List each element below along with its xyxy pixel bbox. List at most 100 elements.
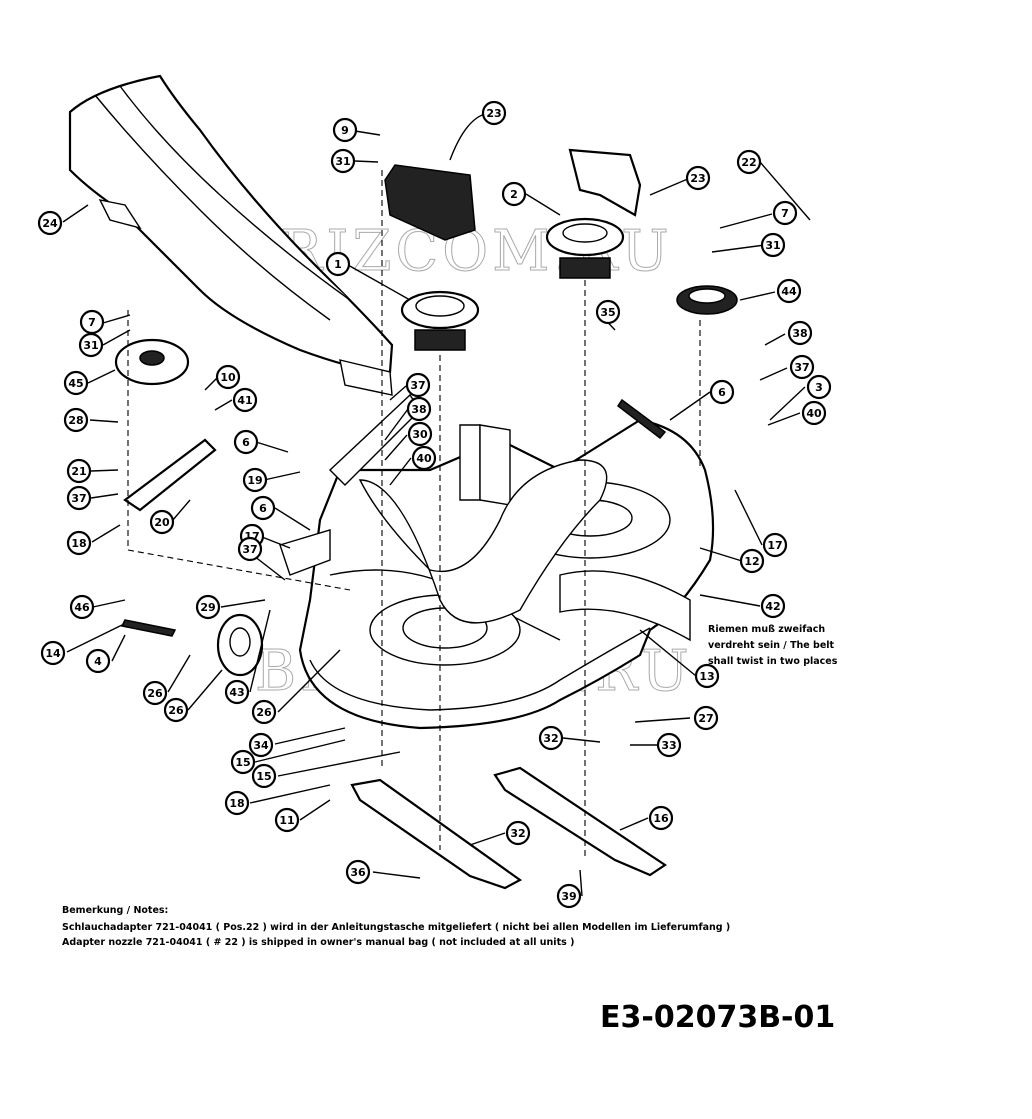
callout-16: 16: [648, 805, 674, 831]
callout-46: 46: [69, 594, 95, 620]
callout-24: 24: [37, 210, 63, 236]
callout-number: 34: [253, 739, 269, 752]
callout-circle: [760, 232, 786, 258]
callout-circle: [242, 467, 268, 493]
callout-circle: [787, 320, 813, 346]
callout-number: 37: [71, 492, 86, 505]
bracket-29: [279, 529, 331, 576]
callout-21: 21: [66, 458, 92, 484]
callout-number: 2: [510, 188, 518, 201]
callout-number: 31: [765, 239, 780, 252]
callout-38: 38: [406, 396, 432, 422]
callout-35: 35: [595, 299, 621, 325]
notes-english: Adapter nozzle 721-04041 ( # 22 ) is shi…: [62, 937, 575, 948]
callout-circle: [251, 763, 277, 789]
callout-circle: [693, 705, 719, 731]
callout-circle: [215, 364, 241, 390]
callout-circle: [685, 165, 711, 191]
callout-26: 26: [142, 680, 168, 706]
callout-circle: [406, 396, 432, 422]
callout-number: 22: [741, 156, 756, 169]
callout-37: 37: [237, 536, 263, 562]
callout-6: 6: [233, 429, 259, 455]
callout-circle: [789, 354, 815, 380]
callout-circle: [806, 374, 832, 400]
callout-number: 45: [68, 377, 83, 390]
belt-cover-23-right: [568, 148, 642, 217]
callout-circle: [248, 732, 274, 758]
belt-note-line-1: Riemen muß zweifach: [708, 624, 826, 635]
callout-10: 10: [215, 364, 241, 390]
callout-number: 24: [42, 217, 58, 230]
callout-number: 6: [718, 386, 726, 399]
callout-number: 27: [698, 712, 713, 725]
callout-number: 46: [74, 601, 90, 614]
callout-2: 2: [501, 181, 527, 207]
callout-number: 40: [806, 407, 822, 420]
callout-circle: [556, 883, 582, 909]
callout-circle: [411, 445, 437, 471]
callout-circle: [538, 725, 564, 751]
callout-circle: [505, 820, 531, 846]
callout-4: 4: [85, 648, 111, 674]
callout-number: 44: [781, 285, 797, 298]
callout-number: 37: [242, 543, 257, 556]
callout-7: 7: [772, 200, 798, 226]
callout-number: 7: [781, 207, 789, 220]
callout-number: 28: [68, 414, 83, 427]
callout-6: 6: [709, 379, 735, 405]
callout-number: 26: [147, 687, 163, 700]
callout-circle: [501, 181, 527, 207]
callout-circle: [345, 859, 371, 885]
callout-22: 22: [736, 149, 762, 175]
callout-number: 39: [561, 890, 576, 903]
callout-number: 32: [543, 732, 558, 745]
callout-circle: [78, 332, 104, 358]
callout-20: 20: [149, 509, 175, 535]
callout-circle: [405, 372, 431, 398]
callout-circle: [801, 400, 827, 426]
callout-37: 37: [789, 354, 815, 380]
callout-29: 29: [195, 594, 221, 620]
notes-heading: Bemerkung / Notes:: [62, 905, 169, 916]
callout-circle: [274, 807, 300, 833]
callout-circle: [407, 421, 433, 447]
callout-circle: [739, 548, 765, 574]
callout-number: 36: [350, 866, 366, 879]
pulley-44: [676, 285, 738, 315]
callout-circle: [63, 370, 89, 396]
spindle-pulley-1: [400, 290, 480, 351]
callout-27: 27: [693, 705, 719, 731]
callout-number: 6: [259, 502, 267, 515]
drawing-code: E3-02073B-01: [600, 1000, 836, 1035]
callout-circle: [224, 790, 250, 816]
callout-group: 9312322322731124447313538453731041640283…: [37, 100, 832, 909]
callout-number: 20: [154, 516, 170, 529]
belt-note-line-2: verdreht sein / The belt: [708, 640, 835, 651]
callout-circle: [332, 117, 358, 143]
callout-number: 33: [661, 739, 676, 752]
callout-number: 18: [229, 797, 244, 810]
callout-15: 15: [230, 749, 256, 775]
callout-9: 9: [332, 117, 358, 143]
callout-number: 31: [335, 155, 350, 168]
callout-number: 40: [416, 452, 432, 465]
callout-circle: [232, 387, 258, 413]
callout-number: 18: [71, 537, 86, 550]
belt-twist-note: Riemen muß zweifach verdreht sein / The …: [708, 622, 837, 670]
blade-36: [350, 778, 523, 890]
callout-circle: [736, 149, 762, 175]
callout-number: 15: [235, 756, 250, 769]
callout-circle: [776, 278, 802, 304]
callout-31: 31: [78, 332, 104, 358]
callout-26: 26: [163, 697, 189, 723]
callout-number: 26: [168, 704, 184, 717]
callout-circle: [163, 697, 189, 723]
callout-number: 6: [242, 436, 250, 449]
callout-36: 36: [345, 859, 371, 885]
discharge-chute: [68, 74, 394, 396]
callout-3: 3: [806, 374, 832, 400]
callout-number: 35: [600, 306, 615, 319]
callout-18: 18: [224, 790, 250, 816]
callout-number: 21: [71, 465, 86, 478]
